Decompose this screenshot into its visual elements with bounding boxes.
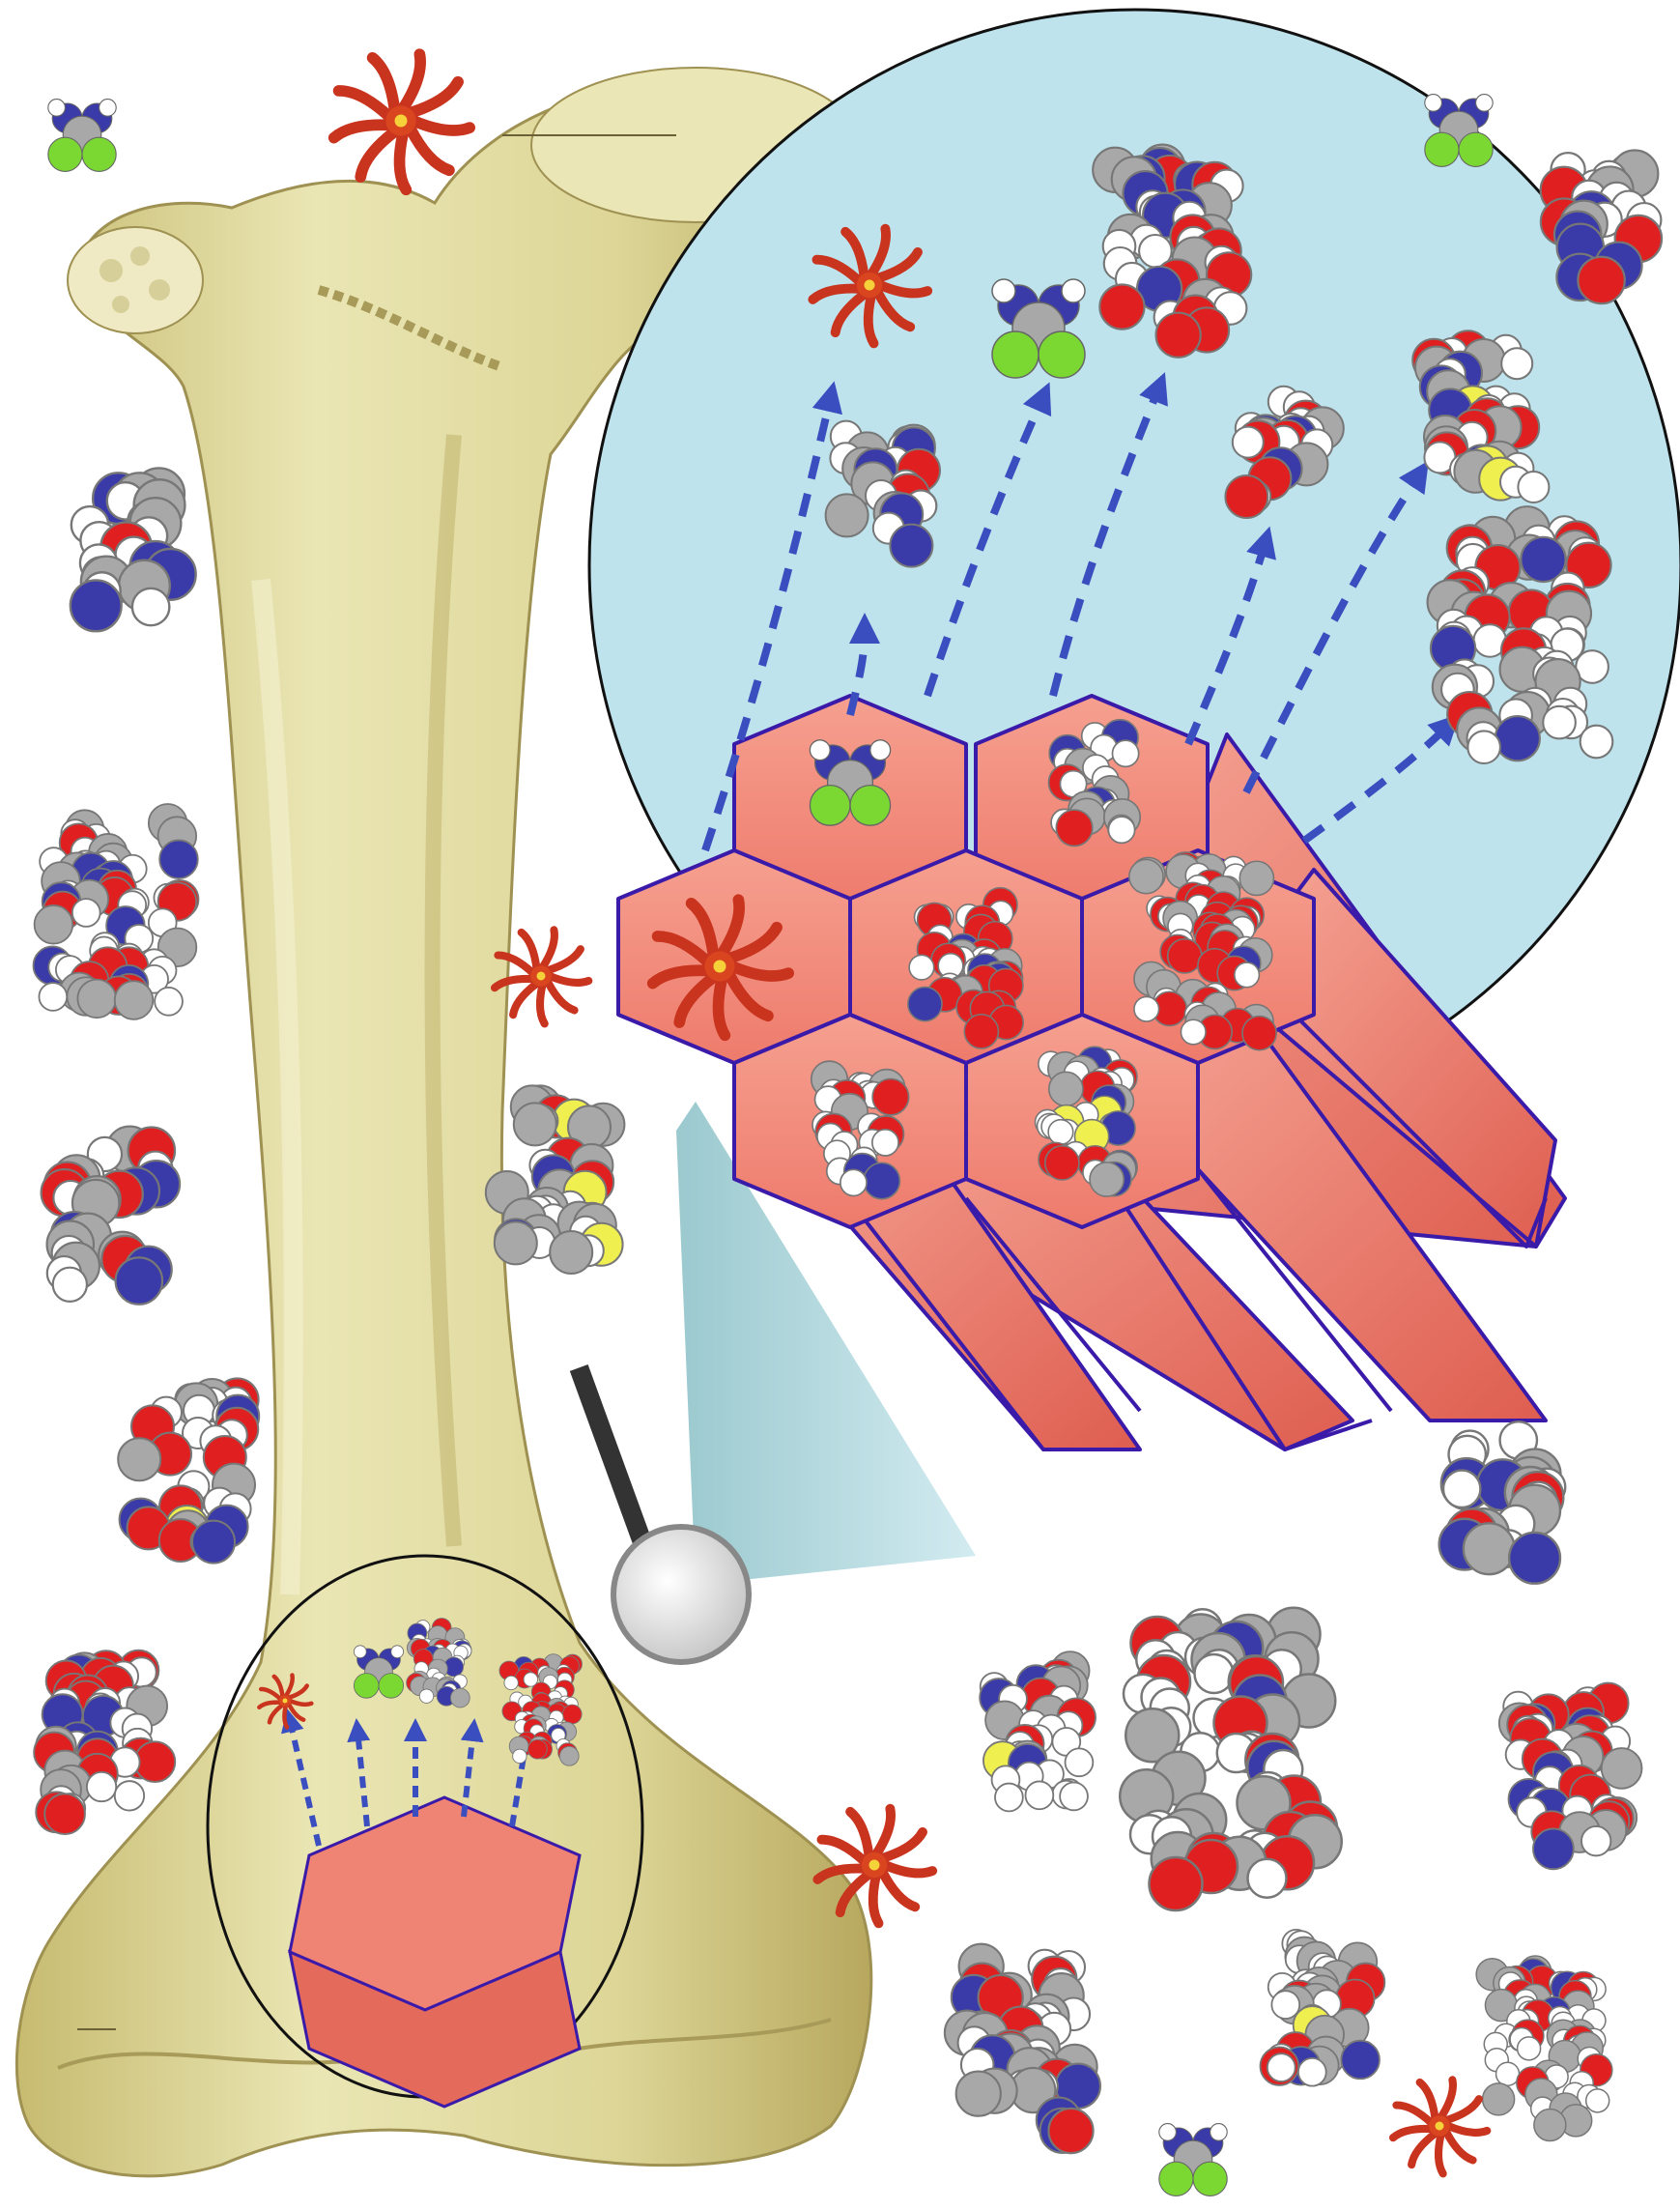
fluorouracil-molecule: [1224, 385, 1345, 519]
doxorubicin-molecule: [498, 1653, 583, 1766]
drug-molecule-with-sulfur: [1411, 330, 1551, 503]
release-arrows: [701, 372, 1461, 852]
star-shaped-cell-icon: [646, 894, 794, 1042]
cells: [257, 48, 1492, 2178]
fluorouracil-molecule: [69, 467, 197, 633]
methotrexate-molecule: [1092, 143, 1253, 359]
doxorubicin-molecule: [32, 803, 200, 1020]
cytarabine-like-molecule: [40, 1125, 182, 1306]
star-shaped-cell-icon: [812, 1803, 938, 1929]
cytarabine-like-molecule: [810, 1060, 910, 1200]
cisplatin-molecule: [1424, 94, 1494, 167]
drug-molecule-with-sulfur: [484, 1084, 626, 1275]
fluorouracil-molecule: [1438, 1420, 1567, 1585]
drug-molecule-with-sulfur: [117, 1377, 261, 1564]
doxorubicin-molecule: [1426, 505, 1614, 765]
magnifying-glass-icon: [569, 1364, 752, 1665]
doxorubicin-molecule: [1128, 851, 1277, 1051]
drug-molecule-with-sulfur: [1259, 1928, 1386, 2087]
methotrexate-molecule: [907, 886, 1025, 1049]
methotrexate-molecule: [943, 1942, 1102, 2155]
fluorouracil-molecule: [824, 419, 941, 568]
release-arrow: [1301, 713, 1461, 845]
star-shaped-cell-icon: [327, 48, 475, 196]
release-arrow: [1049, 372, 1168, 697]
cisplatin-molecule: [353, 1645, 405, 1699]
fluorouracil-molecule: [1539, 149, 1664, 305]
zoom-cone: [676, 1102, 976, 1585]
drug-molecule-with-sulfur: [979, 1650, 1096, 1813]
star-shaped-cell-icon: [808, 223, 933, 349]
doxorubicin-molecule: [1475, 1955, 1613, 2142]
cisplatin-molecule: [809, 739, 892, 826]
release-arrow: [1242, 460, 1429, 794]
methotrexate-molecule: [406, 1618, 472, 1708]
release-arrow: [924, 382, 1052, 698]
drug-molecules: [32, 94, 1664, 2196]
cisplatin-molecule: [991, 278, 1086, 379]
methotrexate-molecule: [1497, 1681, 1643, 1871]
release-arrow: [846, 613, 880, 716]
star-shaped-cell-icon: [490, 926, 593, 1028]
doxorubicin-molecule: [1119, 1606, 1343, 1912]
fluorouracil-molecule: [1047, 718, 1142, 847]
zoom-region-circle: [206, 1554, 676, 2109]
star-shaped-cell-icon: [1388, 2076, 1492, 2178]
cisplatin-molecule: [1158, 2123, 1228, 2196]
cisplatin-molecule: [47, 99, 117, 172]
star-shaped-cell-icon: [257, 1673, 314, 1730]
methotrexate-molecule: [33, 1649, 177, 1835]
drug-molecule-with-sulfur: [1034, 1046, 1138, 1197]
